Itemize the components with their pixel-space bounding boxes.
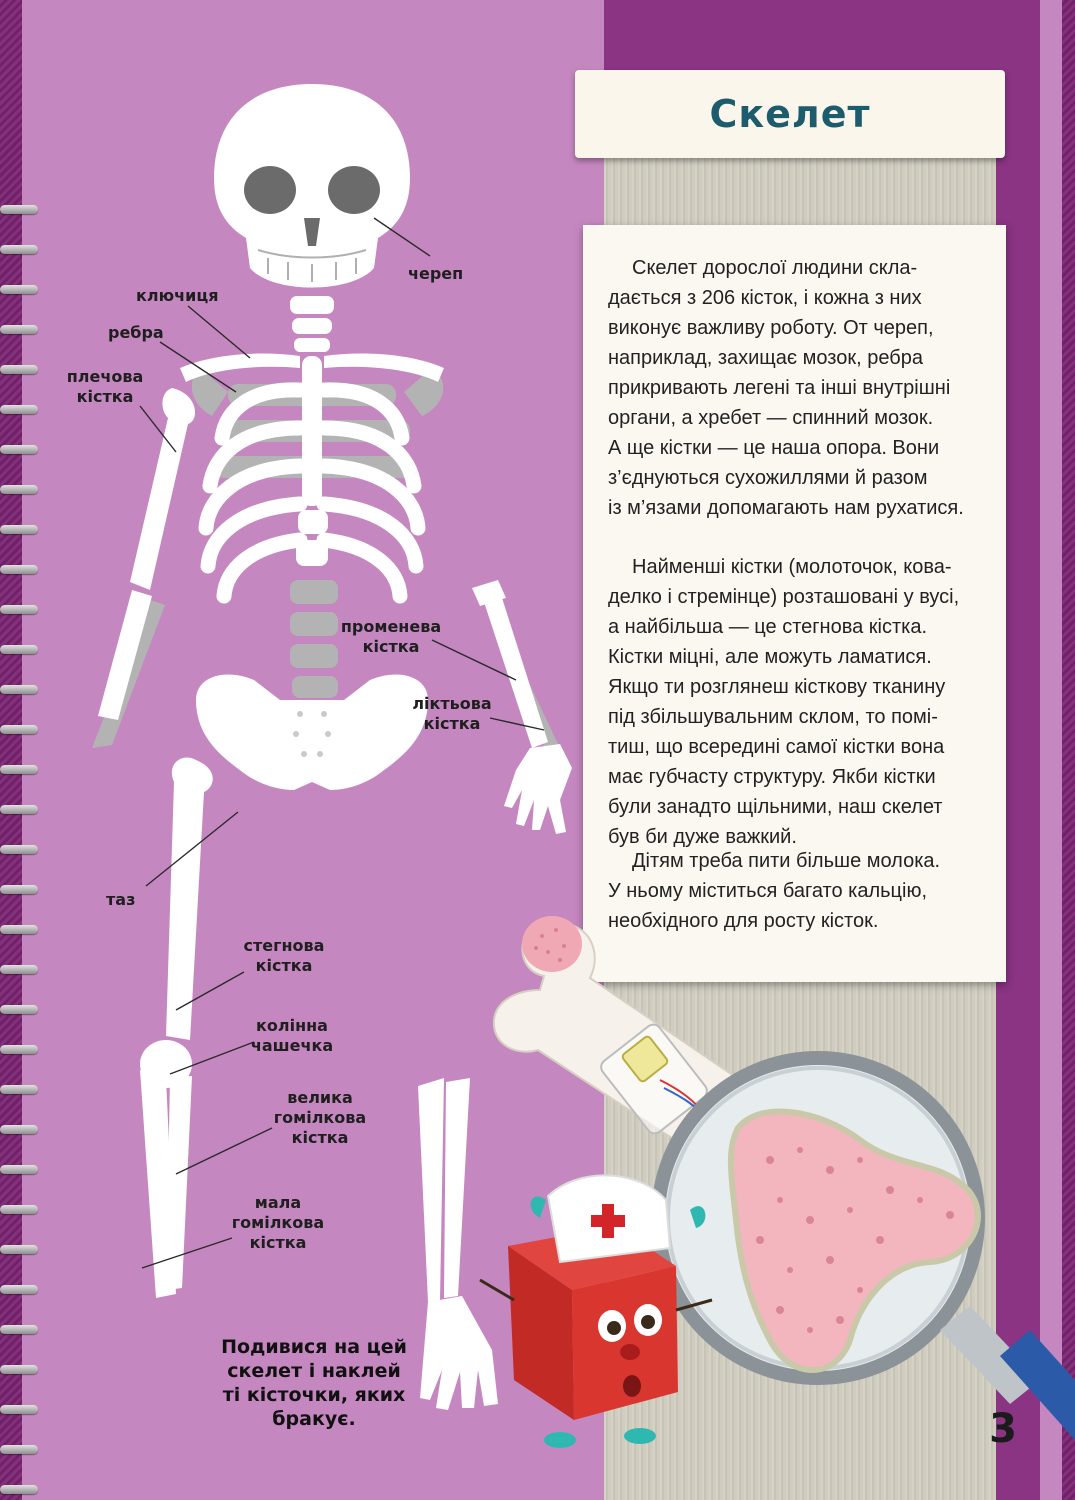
foot-right (420, 1296, 498, 1410)
binding-ring (0, 405, 38, 414)
femur-left (166, 757, 213, 1040)
binding-ring (0, 605, 38, 614)
label-pointer-lines (139, 217, 545, 1269)
clavicle-left (180, 353, 300, 382)
binding-ring (0, 1485, 38, 1494)
clavicle-right (324, 353, 444, 382)
binding-ring (0, 1285, 38, 1294)
skull-features (244, 166, 380, 246)
binding-ring (0, 245, 38, 254)
binding-ring (0, 1005, 38, 1014)
binding-ring (0, 525, 38, 534)
missing-scapula-right (404, 368, 444, 416)
binding-ring (0, 805, 38, 814)
binding-ring (0, 1405, 38, 1414)
spiral-binding (0, 0, 40, 1500)
binding-ring (0, 565, 38, 574)
binding-ring (0, 725, 38, 734)
binding-ring (0, 485, 38, 494)
tibia-right (418, 1078, 444, 1302)
binding-ring (0, 325, 38, 334)
binding-ring (0, 445, 38, 454)
missing-scapula-left (191, 368, 228, 416)
skull (214, 84, 410, 288)
binding-ring (0, 845, 38, 854)
binding-ring (0, 1165, 38, 1174)
binding-ring (0, 645, 38, 654)
missing-vertebra-2 (290, 612, 338, 636)
binding-ring (0, 685, 38, 694)
binding-ring (0, 765, 38, 774)
paragraph-1: Скелет дорослої людини скла- дається з 2… (608, 257, 964, 519)
title-card: Скелет (575, 70, 1005, 158)
page-number: 3 (989, 1406, 1017, 1452)
binding-ring (0, 925, 38, 934)
binding-ring (0, 1205, 38, 1214)
binding-ring (0, 1045, 38, 1054)
binding-ring (0, 1365, 38, 1374)
paragraph-2: Найменші кістки (молоточок, кова- делко … (608, 556, 960, 848)
paragraph-3: Дітям треба пити більше молока. У ньому … (608, 850, 941, 932)
missing-vertebra-1 (290, 580, 338, 604)
binding-ring (0, 205, 38, 214)
missing-vertebra-4 (292, 676, 338, 698)
page-title: Скелет (709, 92, 871, 136)
label-clavicle: ключиця (136, 286, 219, 305)
binding-ring (0, 885, 38, 894)
label-skull: череп (408, 264, 464, 283)
binding-ring (0, 1085, 38, 1094)
binding-ring (0, 1325, 38, 1334)
humerus-left (130, 388, 196, 590)
label-ribs: ребра (108, 323, 164, 342)
radius-right (484, 598, 548, 748)
missing-vertebra-3 (290, 644, 338, 668)
binding-ring (0, 285, 38, 294)
fibula-right (444, 1078, 470, 1298)
binding-ring (0, 365, 38, 374)
fibula-left (166, 1076, 192, 1290)
pelvis (196, 674, 428, 790)
binding-ring (0, 1245, 38, 1254)
text-card: Скелет дорослої людини скла- дається з 2… (583, 225, 1006, 982)
hand-right (504, 744, 572, 834)
binding-ring (0, 965, 38, 974)
sticker-instruction: Подивися на цей скелет і наклей ті кісто… (221, 1336, 407, 1430)
ribs (198, 382, 426, 604)
label-pelvis: таз (106, 890, 136, 909)
binding-ring (0, 1445, 38, 1454)
skeleton-bones (98, 84, 572, 1410)
skeleton-illustration-icon (92, 84, 572, 1410)
binding-ring (0, 1125, 38, 1134)
